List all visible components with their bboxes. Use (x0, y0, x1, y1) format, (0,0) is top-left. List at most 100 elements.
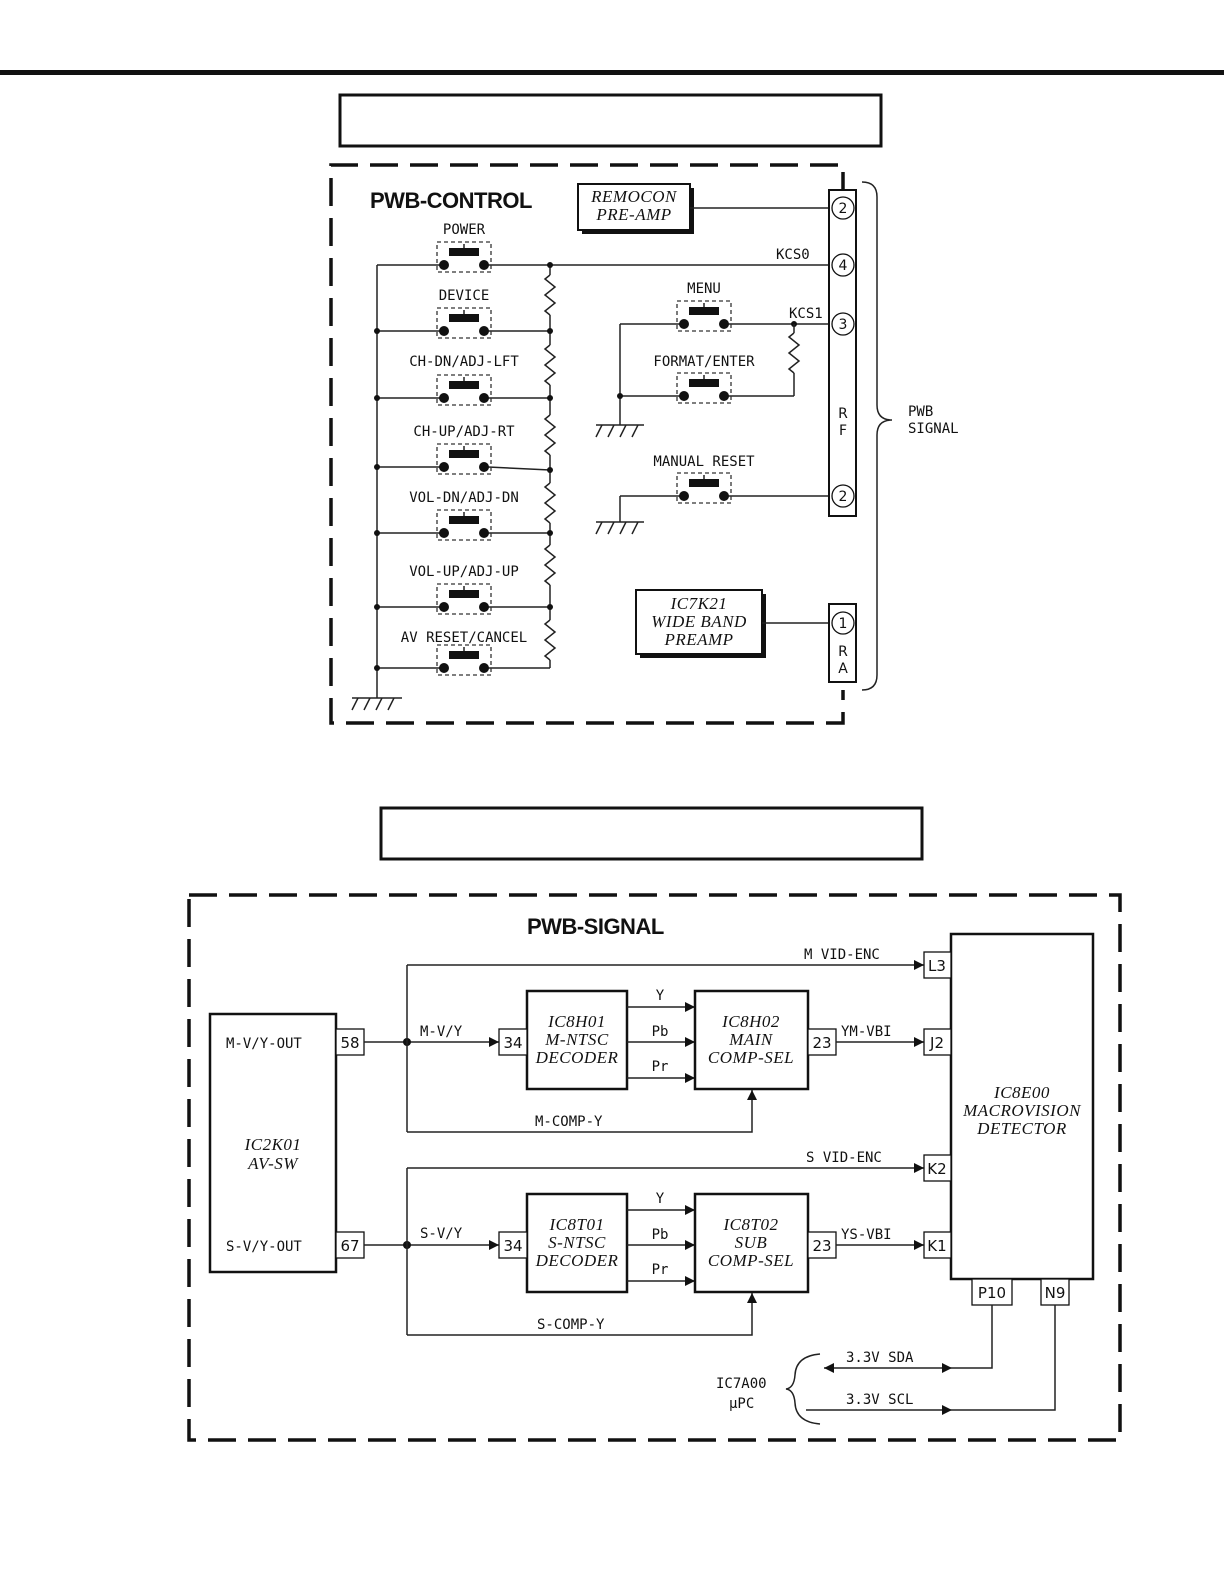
header-rule (0, 70, 1224, 75)
connector-ra: 1 R A (828, 603, 857, 683)
switch-ch-up: CH-UP/ADJ-RT (413, 424, 515, 475)
pin-label: 34 (503, 1034, 522, 1052)
component-label-pr: Pr (652, 1059, 669, 1075)
ic8h02-line2: MAIN (728, 1030, 774, 1049)
pin-label: 58 (340, 1034, 359, 1052)
pin-label: 23 (812, 1034, 831, 1052)
switch-menu: MENU (676, 281, 732, 332)
switch-label: FORMAT/ENTER (653, 354, 755, 370)
ic7k21-line1: IC7K21 (670, 594, 728, 613)
ic8t02-line3: COMP-SEL (708, 1251, 794, 1270)
m-in-label: M-V/Y (420, 1024, 463, 1040)
pwb-control-boundary (329, 163, 845, 725)
title-box-bottom (379, 806, 924, 861)
scl-label: 3.3V SCL (846, 1392, 913, 1408)
component-label-pb: Pb (652, 1227, 669, 1243)
switch-manual-reset: MANUAL RESET (653, 454, 755, 504)
ic8t01-block (525, 1192, 629, 1294)
ic8t02-block (693, 1192, 810, 1294)
m-comp-y-label: M-COMP-Y (535, 1114, 603, 1130)
ic2k01-line2: AV-SW (247, 1154, 299, 1173)
upc-label-line1: IC7A00 (716, 1376, 767, 1392)
ic8h01-line3: DECODER (535, 1048, 619, 1067)
ic7k21-block: IC7K21 WIDE BAND PREAMP (635, 589, 766, 658)
ic8h01-line2: M-NTSC (544, 1030, 609, 1049)
component-label-pb: Pb (652, 1024, 669, 1040)
s-in-label: S-V/Y (420, 1226, 463, 1242)
pin-label: L3 (928, 957, 946, 975)
pin-label: 34 (503, 1237, 522, 1255)
pin-label: P10 (978, 1284, 1006, 1302)
s-vid-enc-label: S VID-ENC (806, 1150, 882, 1166)
ic2k01-block: IC2K01 AV-SW M-V/Y-OUT S-V/Y-OUT 58 67 (208, 1012, 365, 1274)
connector-ra-letter: A (838, 661, 848, 677)
pin-label: 2 (839, 201, 848, 217)
pin-label: 67 (340, 1237, 359, 1255)
pin-label: N9 (1045, 1284, 1066, 1302)
component-label-y: Y (656, 988, 665, 1004)
ym-vbi-label: YM-VBI (841, 1024, 892, 1040)
switch-label: CH-UP/ADJ-RT (413, 424, 515, 440)
pwb-control-title: PWB-CONTROL (370, 188, 532, 213)
ic8h02-line3: COMP-SEL (708, 1048, 794, 1067)
ic8h02-line1: IC8H02 (721, 1012, 780, 1031)
connector-rf-letter: R (838, 406, 848, 422)
switch-label: CH-DN/ADJ-LFT (409, 354, 519, 370)
ic2k01-output-label: M-V/Y-OUT (226, 1036, 302, 1052)
sda-label: 3.3V SDA (846, 1350, 914, 1366)
pwb-signal-ref-line2: SIGNAL (908, 421, 959, 437)
remocon-line2: PRE-AMP (595, 205, 671, 224)
pwb-signal-brace (861, 181, 893, 691)
ground-symbol (595, 521, 644, 535)
connector-ra-letter: R (838, 644, 848, 660)
component-label-pr: Pr (652, 1262, 669, 1278)
title-box-top (338, 93, 883, 148)
m-vid-enc-label: M VID-ENC (804, 947, 880, 963)
ic8e00-line2: MACROVISION (962, 1101, 1082, 1120)
upc-brace (785, 1353, 821, 1425)
pin-label: 2 (839, 489, 848, 505)
switch-label: AV RESET/CANCEL (401, 630, 527, 646)
switch-label: MANUAL RESET (653, 454, 755, 470)
ic8h01-line1: IC8H01 (547, 1012, 606, 1031)
ic8t01-line3: DECODER (535, 1251, 619, 1270)
ground-symbol (351, 697, 402, 711)
ic2k01-line1: IC2K01 (244, 1135, 302, 1154)
switch-av-reset: AV RESET/CANCEL (401, 630, 527, 676)
switch-vol-dn: VOL-DN/ADJ-DN (409, 490, 519, 541)
ic2k01-output-label: S-V/Y-OUT (226, 1239, 302, 1255)
ic8e00-block: IC8E00 MACROVISION DETECTOR L3 J2 K2 K1 … (923, 932, 1095, 1306)
connector-rf: 2 4 3 2 R F (828, 189, 857, 517)
switch-label: VOL-DN/ADJ-DN (409, 490, 519, 506)
kcs0-label: KCS0 (776, 247, 810, 263)
switch-power: POWER (436, 222, 492, 273)
pin-label: 23 (812, 1237, 831, 1255)
pin-label: 1 (839, 616, 848, 632)
switch-format-enter: FORMAT/ENTER (653, 354, 755, 404)
remocon-line1: REMOCON (590, 187, 678, 206)
pwb-signal-boundary (187, 893, 1122, 1442)
ic7k21-line2: WIDE BAND (651, 612, 747, 631)
switch-ch-dn: CH-DN/ADJ-LFT (409, 354, 519, 406)
switch-label: DEVICE (439, 288, 490, 304)
ic8t02-line2: SUB (735, 1233, 768, 1252)
pin-label: 4 (839, 258, 848, 274)
ic7k21-line3: PREAMP (663, 630, 733, 649)
kcs1-label: KCS1 (789, 306, 823, 322)
ic8e00-line1: IC8E00 (993, 1083, 1050, 1102)
pwb-control-section: PWB-CONTROL (329, 163, 959, 725)
i2c-bus: 3.3V SDA 3.3V SCL IC7A00 μPC (716, 1305, 1056, 1425)
pwb-signal-section: PWB-SIGNAL IC2K01 AV-SW M-V/Y-OUT S-V/Y-… (187, 893, 1122, 1442)
m-signal-path: M-V/Y M VID-ENC M-COMP-Y 34 IC8H01 M-NTS… (364, 947, 924, 1133)
pin-label: K2 (927, 1160, 946, 1178)
switch-label: MENU (687, 281, 721, 297)
pin-label: K1 (927, 1237, 946, 1255)
switch-device: DEVICE (436, 288, 492, 339)
pwb-signal-ref-line1: PWB (908, 404, 933, 420)
remocon-preamp-block: REMOCON PRE-AMP (577, 183, 694, 234)
pwb-signal-title: PWB-SIGNAL (527, 914, 664, 939)
pin-label: 3 (839, 317, 848, 333)
pin-label: J2 (929, 1034, 944, 1052)
